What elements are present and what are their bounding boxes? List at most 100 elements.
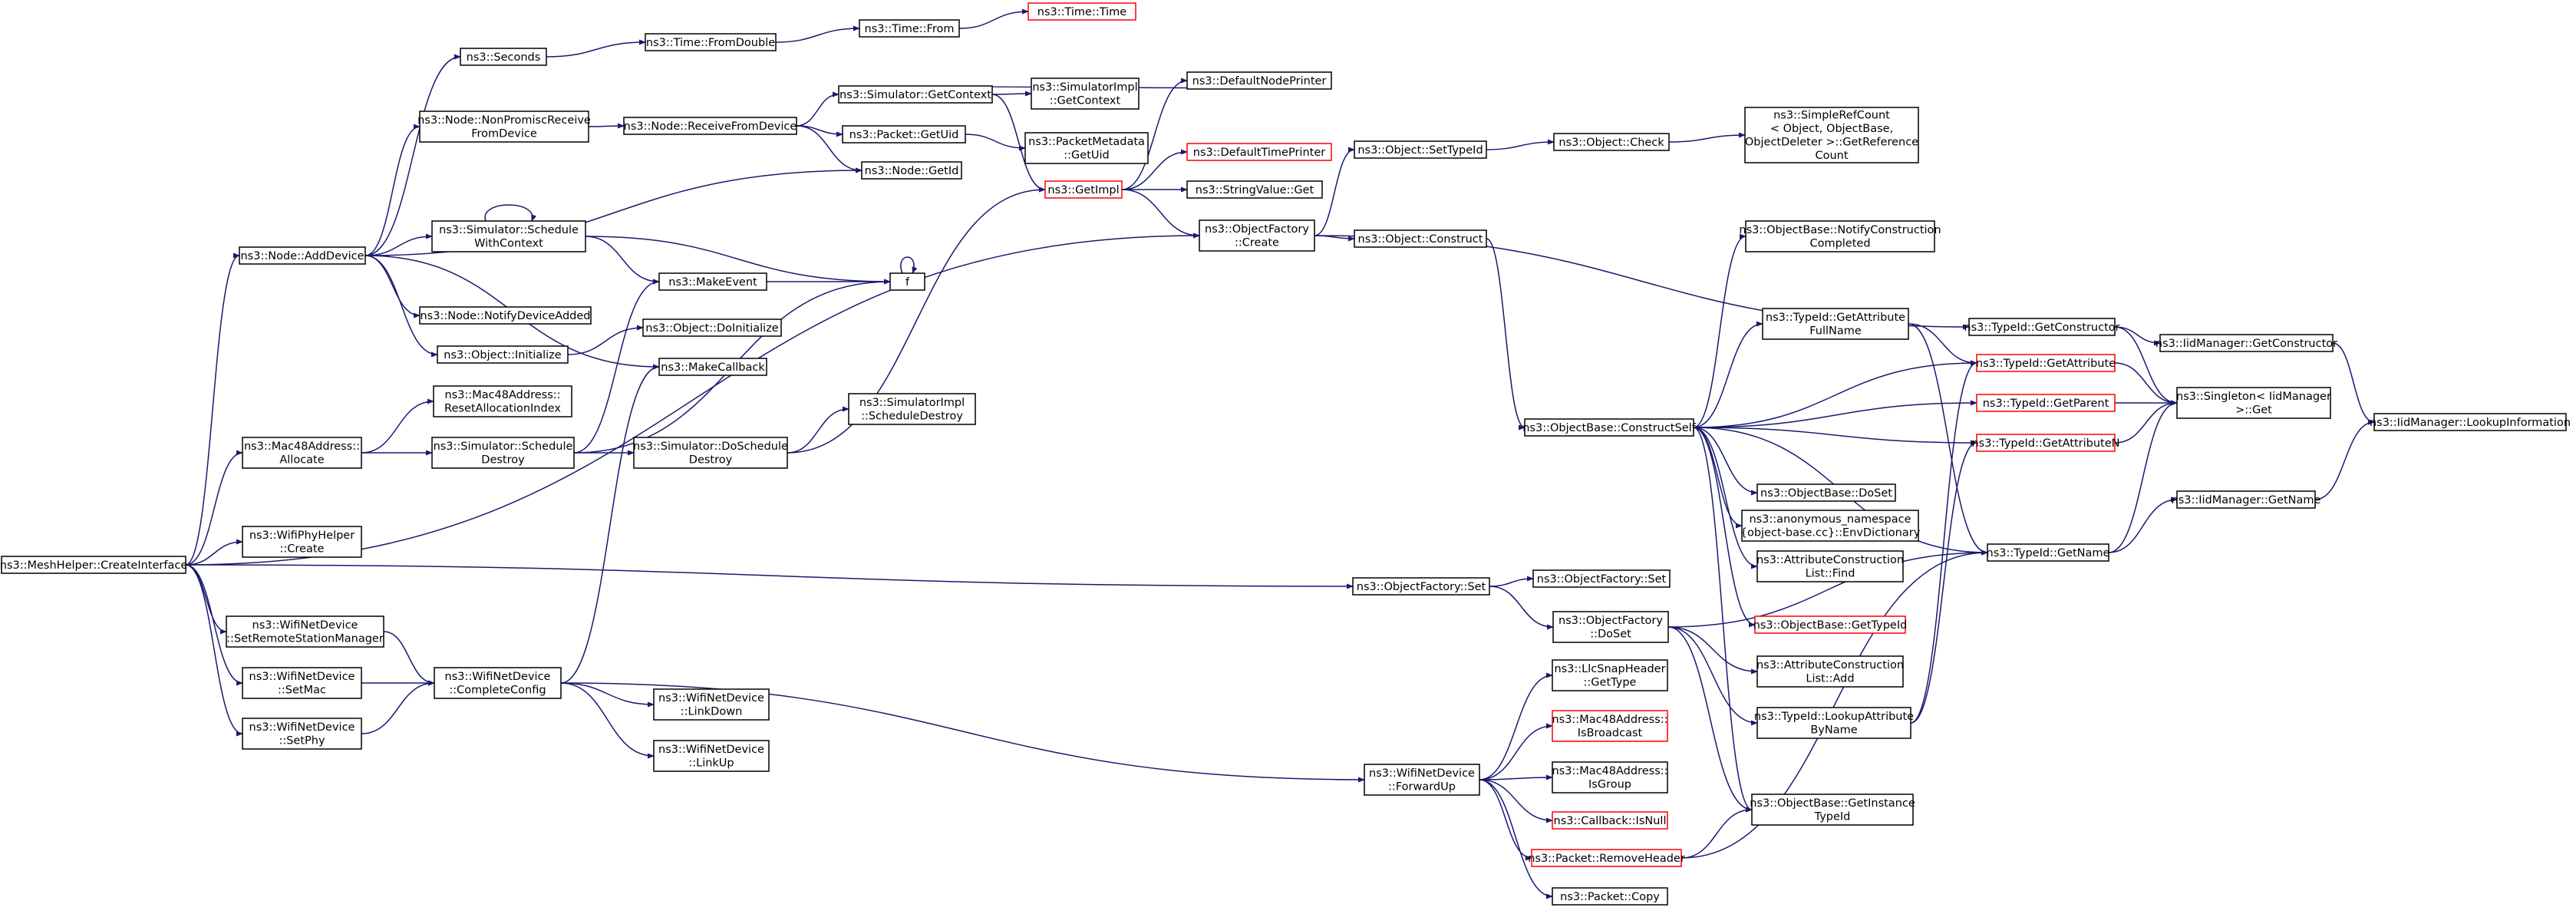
function-node-setMac[interactable]: ns3::WifiNetDevice::SetMac [242, 667, 362, 699]
function-node-label: Allocate [279, 454, 324, 467]
call-edge-receiveFromDevice-to-simGetContext [796, 91, 839, 127]
function-node-defaultTimePrinter[interactable]: ns3::DefaultTimePrinter [1186, 143, 1332, 161]
function-node-getRefCount[interactable]: ns3::SimpleRefCount< Object, ObjectBase,… [1744, 107, 1919, 163]
function-node-simImplGetContext[interactable]: ns3::SimulatorImpl::GetContext [1031, 78, 1140, 110]
function-node-getParent[interactable]: ns3::TypeId::GetParent [1976, 394, 2116, 412]
function-node-envDictionary[interactable]: ns3::anonymous_namespace{object-base.cc}… [1740, 510, 1921, 542]
function-node-removeHeader[interactable]: ns3::Packet::RemoveHeader [1528, 849, 1685, 867]
function-node-objFactoryDoSet[interactable]: ns3::ObjectFactory::DoSet [1552, 611, 1669, 643]
function-node-macAllocate[interactable]: ns3::Mac48Address::Allocate [242, 437, 362, 469]
function-node-llcGetType[interactable]: ns3::LlcSnapHeader::GetType [1552, 659, 1668, 691]
function-node-singletonGet[interactable]: ns3::Singleton< IidManager>::Get [2176, 387, 2331, 419]
function-node-notifyDeviceAdded[interactable]: ns3::Node::NotifyDeviceAdded [419, 306, 592, 325]
function-node-linkUp[interactable]: ns3::WifiNetDevice::LinkUp [653, 740, 770, 772]
function-node-packetGetUid[interactable]: ns3::Packet::GetUid [842, 125, 966, 144]
function-node-wifiPhyHelperCreate[interactable]: ns3::WifiPhyHelper::Create [242, 526, 362, 558]
function-node-box [861, 161, 962, 180]
function-node-label: ns3::SimpleRefCount [1773, 110, 1890, 122]
function-node-doSet[interactable]: ns3::ObjectBase::DoSet [1756, 483, 1896, 502]
function-node-objBaseGetTypeId[interactable]: ns3::ObjectBase::GetTypeId [1753, 615, 1908, 634]
function-node-box [419, 306, 592, 325]
call-edge-typeIdGetName-to-singletonGet [2108, 400, 2178, 553]
call-edge-lookupAttrByName-to-getAttribute [1910, 360, 1977, 724]
function-node-root[interactable]: ns3::MeshHelper::CreateInterface [0, 556, 187, 574]
function-node-box [1532, 569, 1671, 588]
function-node-iidGetConstructor[interactable]: ns3::IidManager::GetConstructor [2155, 334, 2337, 352]
function-node-getAttribute[interactable]: ns3::TypeId::GetAttribute [1976, 354, 2116, 372]
function-node-constructSelf[interactable]: ns3::ObjectBase::ConstructSelf [1522, 418, 1697, 437]
function-node-setPhy[interactable]: ns3::WifiNetDevice::SetPhy [242, 718, 362, 750]
function-node-timeFrom[interactable]: ns3::Time::From [859, 19, 960, 38]
function-node-box [1754, 615, 1906, 634]
function-node-box [1, 556, 186, 574]
function-node-defaultNodePrinter[interactable]: ns3::DefaultNodePrinter [1186, 71, 1332, 90]
function-node-getAttributeN[interactable]: ns3::TypeId::GetAttributeN [1971, 434, 2120, 452]
function-node-iidLookupInfo[interactable]: ns3::IidManager::LookupInformation [2370, 413, 2571, 431]
function-node-label: ::GetContext [1050, 95, 1121, 107]
function-node-label: FullName [1809, 325, 1862, 338]
function-node-label: ns3::ObjectFactory [1205, 223, 1309, 236]
call-edge-root-to-wifiPhyHelperCreate [185, 539, 243, 566]
call-edge-schedDestroy-to-makeEvent [573, 279, 660, 454]
function-node-typeIdGetName[interactable]: ns3::TypeId::GetName [1987, 543, 2110, 562]
function-node-f[interactable]: f [889, 272, 925, 291]
function-node-schedDestroy[interactable]: ns3::Simulator::ScheduleDestroy [431, 437, 575, 469]
function-node-completeConfig[interactable]: ns3::WifiNetDevice::CompleteConfig [434, 667, 562, 699]
function-node-packetCopy[interactable]: ns3::Packet::Copy [1552, 887, 1668, 906]
function-node-label: ns3::PacketMetadata [1028, 136, 1145, 148]
function-node-label: ::Create [280, 543, 325, 556]
call-edge-receiveFromDevice-to-nodeGetId [796, 125, 863, 173]
function-node-receiveFromDevice[interactable]: ns3::Node::ReceiveFromDevice [623, 117, 797, 135]
function-node-box [1552, 761, 1668, 794]
function-node-forwardUp[interactable]: ns3::WifiNetDevice::ForwardUp [1364, 764, 1480, 796]
function-node-getConstructor[interactable]: ns3::TypeId::GetConstructor [1964, 318, 2120, 336]
function-node-objCheck[interactable]: ns3::Object::Check [1553, 133, 1670, 151]
function-node-seconds[interactable]: ns3::Seconds [460, 48, 547, 66]
function-node-box [1756, 483, 1896, 502]
function-node-box [1976, 354, 2116, 372]
function-node-box [658, 272, 767, 291]
function-node-simImplSchedDestroy[interactable]: ns3::SimulatorImpl::ScheduleDestroy [848, 393, 976, 425]
function-node-isGroup[interactable]: ns3::Mac48Address::IsGroup [1552, 761, 1668, 794]
function-node-makeEvent[interactable]: ns3::MakeEvent [658, 272, 767, 291]
call-edge-doScheduleDestroy-to-getImpl [787, 186, 1046, 454]
call-edge-seconds-to-fromDouble [546, 39, 646, 58]
function-node-setRemoteStation[interactable]: ns3::WifiNetDevice::SetRemoteStationMana… [226, 615, 384, 648]
function-node-objInitialize[interactable]: ns3::Object::Initialize [437, 345, 569, 364]
function-node-objConstruct[interactable]: ns3::Object::Construct [1354, 229, 1487, 248]
function-node-nodeGetId[interactable]: ns3::Node::GetId [861, 161, 962, 180]
call-edge-root-to-macAllocate [185, 450, 243, 566]
function-node-box [1027, 2, 1136, 21]
function-node-linkDown[interactable]: ns3::WifiNetDevice::LinkDown [653, 688, 770, 721]
call-edge-objFactoryDoSet-to-getInstanceTypeId [1667, 626, 1753, 813]
function-node-timeTime[interactable]: ns3::Time::Time [1027, 2, 1136, 21]
function-node-objDoInitialize[interactable]: ns3::Object::DoInitialize [642, 318, 782, 337]
function-node-objFactoryCreate[interactable]: ns3::ObjectFactory::Create [1199, 219, 1315, 252]
function-node-notifyConstruction[interactable]: ns3::ObjectBase::NotifyConstructionCompl… [1739, 220, 1941, 252]
function-node-objFactorySet2[interactable]: ns3::ObjectFactory::Set [1532, 569, 1671, 588]
function-node-resetAlloc[interactable]: ns3::Mac48Address::ResetAllocationIndex [433, 385, 572, 417]
call-edge-simGetContext-to-getImpl [991, 94, 1046, 193]
call-edge-schedWithContext-to-schedWithContext [484, 204, 537, 222]
function-node-addDevice[interactable]: ns3::Node::AddDevice [239, 246, 366, 265]
function-node-isBroadcast[interactable]: ns3::Mac48Address::IsBroadcast [1552, 710, 1668, 742]
function-node-pktMetaGetUid[interactable]: ns3::PacketMetadata::GetUid [1024, 132, 1149, 164]
function-node-label: ns3::Node::NotifyDeviceAdded [420, 310, 590, 322]
function-node-objFactorySet[interactable]: ns3::ObjectFactory::Set [1352, 577, 1490, 596]
function-node-stringValueGet[interactable]: ns3::StringValue::Get [1186, 180, 1323, 199]
function-node-fromDouble[interactable]: ns3::Time::FromDouble [645, 33, 777, 51]
function-node-makeCallback[interactable]: ns3::MakeCallback [658, 358, 767, 376]
function-node-getImpl[interactable]: ns3::GetImpl [1044, 180, 1123, 199]
function-node-iidGetName[interactable]: ns3::IidManager::GetName [2172, 490, 2321, 509]
function-node-callbackIsNull[interactable]: ns3::Callback::IsNull [1552, 811, 1668, 830]
function-node-simGetContext[interactable]: ns3::Simulator::GetContext [838, 85, 993, 104]
function-node-objSetTypeId[interactable]: ns3::Object::SetTypeId [1354, 140, 1487, 159]
